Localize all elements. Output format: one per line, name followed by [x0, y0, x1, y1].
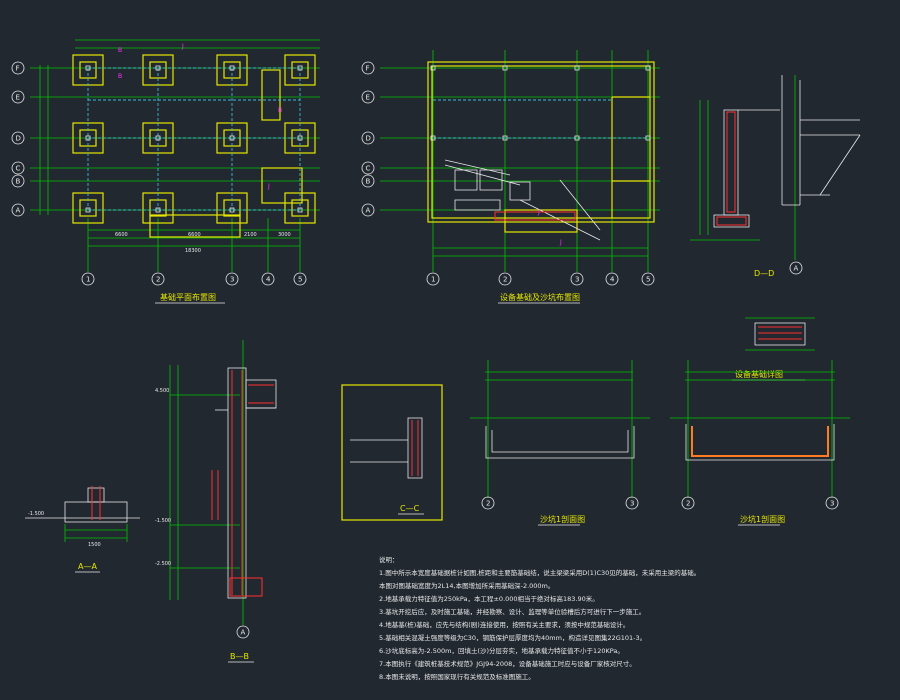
- svg-text:D: D: [366, 135, 371, 143]
- section-dd-title: D—D: [754, 269, 774, 278]
- svg-text:J: J: [267, 183, 270, 190]
- svg-text:A: A: [366, 207, 371, 215]
- svg-text:3: 3: [575, 276, 579, 284]
- equipment-detail-title: 设备基础详图: [735, 369, 783, 379]
- svg-text:4: 4: [610, 276, 615, 284]
- note-item: 5.基础相关混凝土强度等级为C30，钢筋保护层厚度均为40mm，构造详见图集22…: [379, 633, 646, 642]
- svg-text:A: A: [241, 629, 246, 637]
- svg-text:3: 3: [630, 500, 634, 508]
- svg-text:-2.500: -2.500: [155, 561, 171, 567]
- notes-heading: 说明：: [379, 555, 399, 564]
- pit1-section-a-title: 沙坑1剖面图: [540, 514, 585, 524]
- column-axis-bubbles-right: 1 2 3 4 5: [426, 272, 655, 286]
- note-item: 1.图中所示本宽度基础据桩计如图,桩距和主要筋基础结，说主梁梁采用D(1)C30…: [379, 568, 700, 577]
- svg-text:E: E: [366, 94, 370, 102]
- svg-text:B: B: [366, 178, 371, 186]
- svg-text:4: 4: [266, 276, 271, 284]
- svg-text:E: E: [16, 94, 20, 102]
- svg-text:6600: 6600: [115, 232, 128, 238]
- foundation-plan-title: 基础平面布置图: [160, 292, 216, 302]
- svg-text:4.500: 4.500: [155, 388, 169, 394]
- svg-text:2: 2: [686, 500, 690, 508]
- section-aa: -1.500 1500 A—A: [25, 486, 140, 573]
- svg-text:C: C: [16, 165, 21, 173]
- foundation-plan: B B B J J F E D C B A 1 2 3 4 5 6600 6600: [11, 39, 320, 304]
- section-bb: 4.500 -1.500 -2.500 A B—B: [155, 340, 277, 663]
- svg-text:B: B: [118, 47, 122, 54]
- svg-text:2: 2: [503, 276, 507, 284]
- svg-text:-1.500: -1.500: [28, 511, 44, 517]
- svg-text:18300: 18300: [185, 248, 201, 254]
- pit1-section-b-title: 沙坑1剖面图: [740, 514, 785, 524]
- svg-text:1: 1: [86, 276, 90, 284]
- note-item: 4.地基基(桩)基础，应先与结构(剧)连接使用，按照有关主要求，须按中规范基础设…: [379, 620, 629, 629]
- svg-text:B: B: [16, 178, 21, 186]
- svg-text:3: 3: [230, 276, 234, 284]
- row-axis-bubbles-right: F E D C B A: [361, 61, 375, 217]
- svg-text:B: B: [118, 73, 122, 80]
- equipment-plan: J J F E D C B A 1 2 3 4 5 设备基础及沙坑布置图: [361, 50, 660, 304]
- equipment-plan-title: 设备基础及沙坑布置图: [500, 292, 580, 302]
- svg-text:1500: 1500: [88, 542, 101, 548]
- svg-text:J: J: [559, 239, 562, 246]
- note-item: 7.本图执行《建筑桩基技术规范》JGJ94-2008，设备基础施工时应与设备厂家…: [379, 659, 636, 668]
- svg-text:C: C: [366, 165, 371, 173]
- svg-text:2100: 2100: [244, 232, 257, 238]
- svg-text:F: F: [16, 65, 20, 73]
- svg-text:3000: 3000: [278, 232, 291, 238]
- row-axis-bubbles-left: F E D C B A: [11, 61, 25, 217]
- section-cc-title: C—C: [400, 504, 420, 513]
- pit1-section-a: 2 3 沙坑1剖面图: [470, 360, 650, 526]
- svg-text:-1.500: -1.500: [155, 518, 171, 524]
- note-item: 3.基坑开挖后应，及时施工基础，并经勘察、设计、监理等单位验槽后方可进行下一步施…: [379, 607, 645, 616]
- svg-text:J: J: [537, 209, 540, 216]
- note-item: 8.本图未说明，按照国家现行有关规范及标准图施工。: [379, 672, 535, 681]
- svg-text:A: A: [16, 207, 21, 215]
- note-item: 6.沙坑底标高为-2.500m，回填土(沙)分层夯实，地基承载力特征值不小于12…: [379, 646, 624, 655]
- section-cc: C—C: [341, 384, 443, 521]
- svg-text:D: D: [16, 135, 21, 143]
- section-bb-title: B—B: [230, 652, 249, 661]
- note-item: 2.地基承载力特征值为250kPa，本工程±0.000相当于绝对标高183.90…: [379, 594, 599, 603]
- svg-text:2: 2: [156, 276, 160, 284]
- section-aa-title: A—A: [78, 562, 97, 571]
- svg-text:1: 1: [431, 276, 435, 284]
- svg-text:5: 5: [646, 276, 650, 284]
- general-notes: 说明： 1.图中所示本宽度基础据桩计如图,桩距和主要筋基础结，说主梁梁采用D(1…: [379, 555, 700, 681]
- svg-text:5: 5: [298, 276, 302, 284]
- pit1-section-b: 2 3 沙坑1剖面图: [670, 360, 850, 526]
- svg-text:2: 2: [486, 500, 490, 508]
- svg-text:3: 3: [830, 500, 834, 508]
- svg-text:B: B: [278, 107, 282, 114]
- svg-text:A: A: [794, 265, 799, 273]
- svg-text:6600: 6600: [188, 232, 201, 238]
- note-item: 本图对图基础宽度为2L14,本图增加所采用基础深-2.000m。: [379, 581, 554, 590]
- column-axis-bubbles-left: 1 2 3 4 5: [81, 272, 307, 286]
- svg-text:F: F: [366, 65, 370, 73]
- section-dd: A D—D: [690, 75, 861, 278]
- svg-text:J: J: [181, 43, 184, 50]
- equipment-detail: 设备基础详图: [732, 317, 815, 381]
